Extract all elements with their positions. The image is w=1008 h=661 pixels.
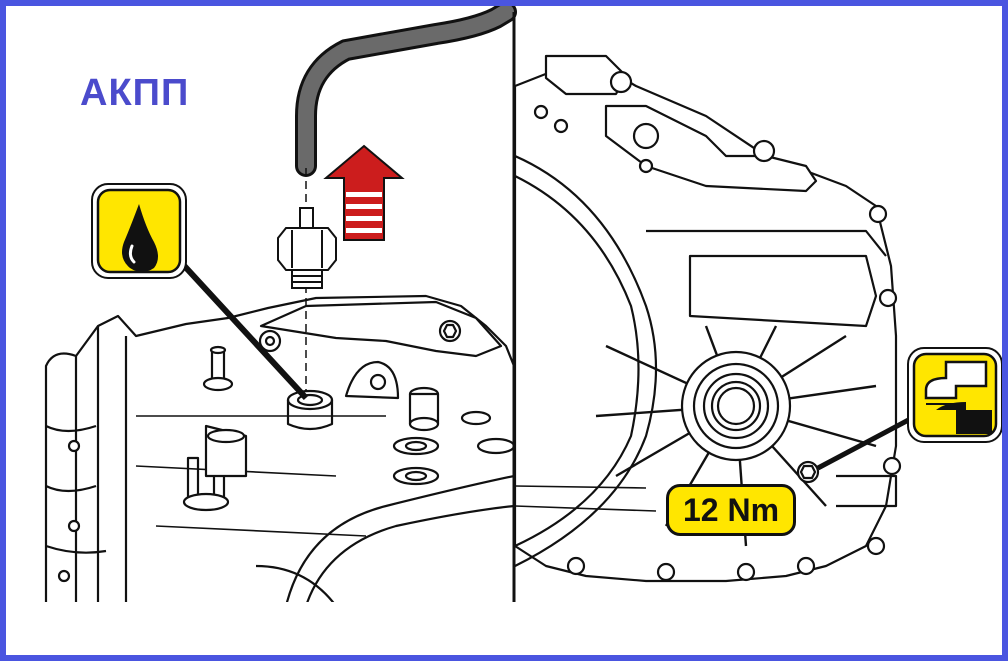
torque-badge: 12 Nm — [666, 484, 796, 536]
page-title: АКПП — [80, 72, 190, 114]
right-panel-drawing — [515, 54, 918, 583]
left-panel-drawing — [44, 243, 513, 602]
up-arrow-icon — [323, 144, 405, 241]
pressure-sensor — [277, 207, 337, 289]
drain-plug-icon — [907, 347, 1002, 443]
hose-fill — [298, 6, 514, 174]
oil-drop-icon — [91, 183, 187, 279]
transmission-illustration — [44, 6, 1002, 602]
